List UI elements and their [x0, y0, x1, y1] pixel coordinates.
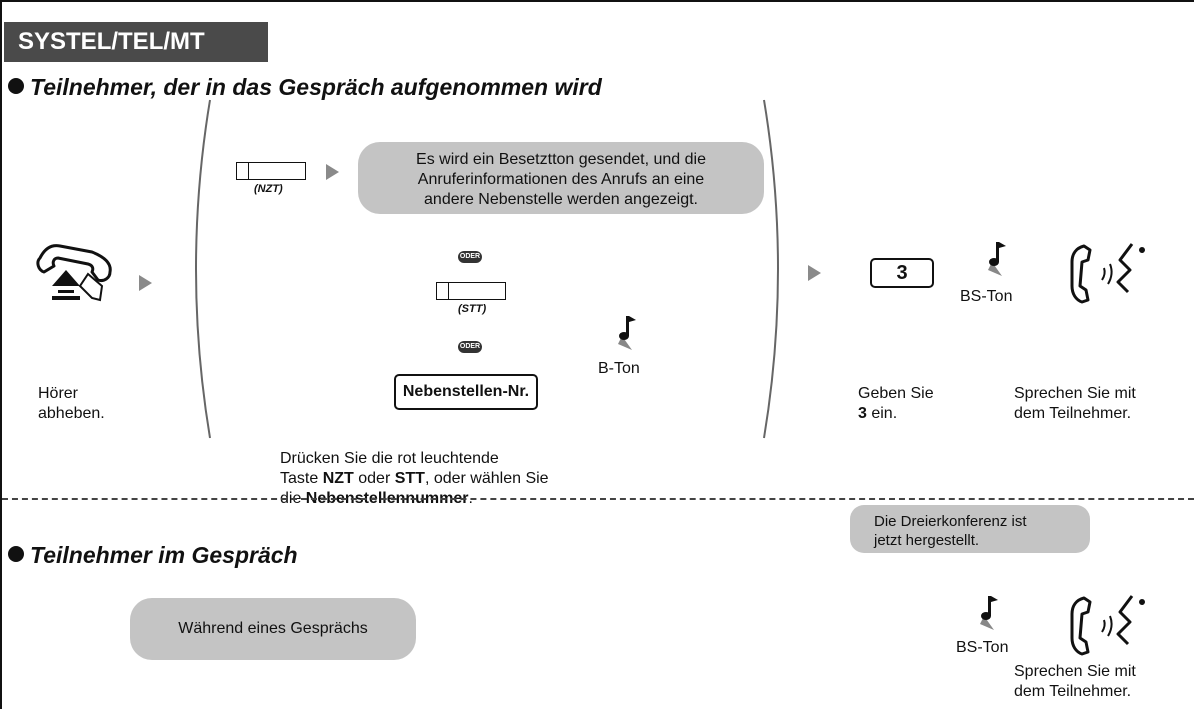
section2-title-text: Teilnehmer im Gespräch: [30, 542, 298, 568]
talk-text-3: Sprechen Sie mit: [1014, 663, 1136, 680]
bs-tone-label: BS-Ton: [960, 288, 1013, 305]
tone-note-icon: [980, 596, 998, 630]
flow-arrow: [808, 265, 821, 281]
talking-handset-icon: [1070, 243, 1145, 304]
oder-badge: ODER: [458, 251, 482, 263]
enter-text-1: Geben Sie: [858, 385, 934, 402]
section-divider: [2, 498, 1194, 500]
talk-text-2: dem Teilnehmer.: [1014, 405, 1132, 422]
section1-title-text: Teilnehmer, der in das Gespräch aufgenom…: [30, 74, 602, 100]
tone-note-icon: [618, 316, 636, 350]
extension-number-key: Nebenstellen-Nr.: [394, 374, 538, 410]
stt-key-label: (STT): [458, 303, 487, 315]
nzt-key-label: (NZT): [254, 183, 283, 195]
flow-arrow: [326, 164, 339, 180]
busy-bubble-line1: Es wird ein Besetztton gesendet, und die: [416, 151, 706, 168]
instruction-line1: Drücken Sie die rot leuchtende: [280, 450, 499, 467]
enter-text-2: 3 ein.: [858, 405, 898, 422]
talking-handset-icon: [1070, 595, 1145, 656]
during-call-bubble: Während eines Gesprächs: [130, 598, 416, 660]
b-tone-label: B-Ton: [598, 360, 640, 377]
conference-bubble-line2: jetzt hergestellt.: [874, 532, 980, 549]
busy-bubble-line2: Anruferinformationen des Anrufs an eine: [417, 171, 705, 188]
conference-bubble: Die Dreierkonferenz ist jetzt hergestell…: [850, 505, 1090, 553]
section1-title: Teilnehmer, der in das Gespräch aufgenom…: [8, 74, 602, 101]
flow-arrow: [139, 275, 152, 291]
busy-bubble-line3: andere Nebenstelle werden angezeigt.: [424, 191, 698, 208]
oder-badge: ODER: [458, 341, 482, 353]
offhook-text-2: abheben.: [38, 405, 105, 422]
header-title: SYSTEL/TEL/MT: [4, 22, 268, 62]
tone-note-icon: [988, 242, 1006, 276]
conference-bubble-line1: Die Dreierkonferenz ist: [874, 513, 1027, 530]
left-parenthesis: [195, 99, 211, 439]
offhook-text-1: Hörer: [38, 385, 79, 402]
nzt-key: [236, 162, 306, 180]
instruction-line2: Taste NZT oder STT, oder wählen Sie: [280, 470, 549, 487]
dial-key-3: 3: [870, 258, 934, 288]
stt-key: [436, 282, 506, 300]
busy-tone-bubble: Es wird ein Besetztton gesendet, und die…: [358, 142, 764, 214]
section2-title: Teilnehmer im Gespräch: [8, 542, 298, 569]
handset-offhook-icon: [36, 244, 112, 302]
bs-tone-label-2: BS-Ton: [956, 639, 1009, 656]
bullet-icon: [8, 546, 24, 562]
talk-text-1: Sprechen Sie mit: [1014, 385, 1136, 402]
right-parenthesis: [763, 99, 779, 439]
talk-text-4: dem Teilnehmer.: [1014, 683, 1132, 700]
bullet-icon: [8, 78, 24, 94]
